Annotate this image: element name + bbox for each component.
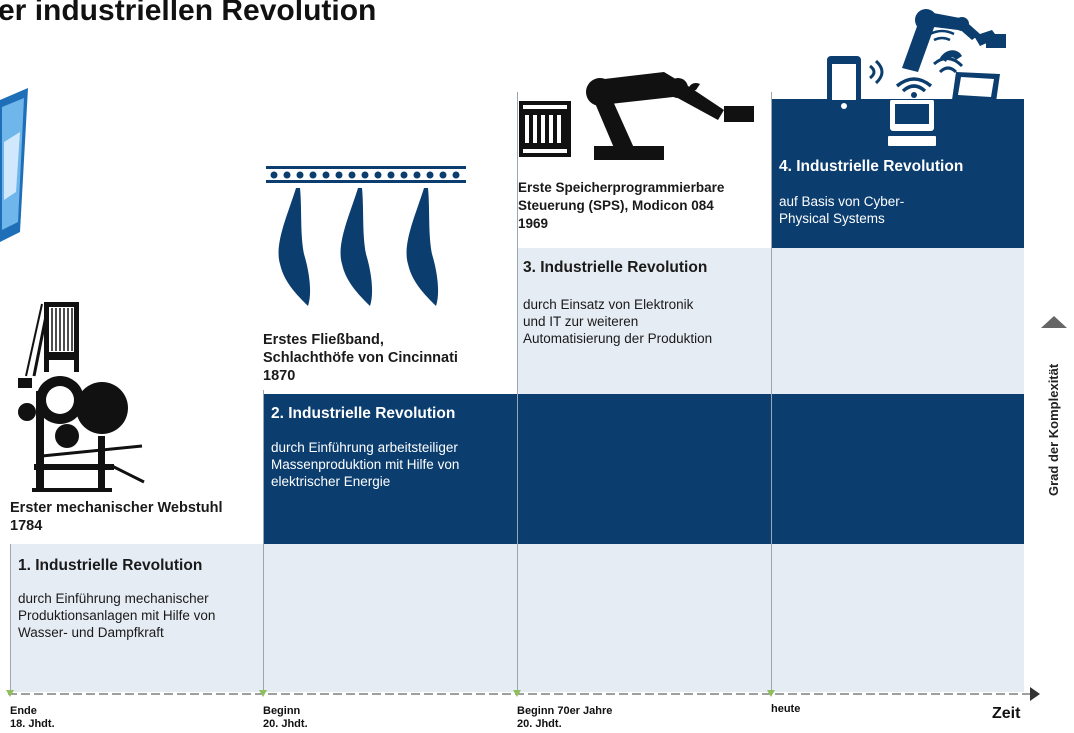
timeline-line-3 bbox=[517, 92, 518, 692]
tick-label-2: Beginn 20. Jhdt. bbox=[263, 705, 308, 731]
caption-line: 1870 bbox=[263, 368, 296, 384]
timeline-line-2 bbox=[263, 390, 264, 692]
wifi-icon bbox=[895, 77, 933, 98]
computer-icon bbox=[888, 100, 936, 146]
time-axis-line bbox=[8, 687, 1040, 701]
stage-2-line: Massenproduktion mit Hilfe von bbox=[271, 457, 460, 472]
stage-1-line: Wasser- und Dampfkraft bbox=[18, 625, 164, 640]
stage-1-block: 1. Industrielle Revolution durch Einführ… bbox=[18, 556, 258, 641]
stage-4-line: Physical Systems bbox=[779, 211, 885, 226]
caption-plc: Erste Speicherprogrammierbare Steuerung … bbox=[518, 179, 768, 233]
stage-3-title: 3. Industrielle Revolution bbox=[523, 259, 708, 276]
stage-3-band bbox=[517, 248, 1024, 394]
conveyor-hooks-icon bbox=[266, 166, 466, 306]
smartphone-icon bbox=[827, 56, 861, 112]
stage-2-block: 2. Industrielle Revolution durch Einführ… bbox=[271, 404, 516, 490]
caption-line: Erste Speicherprogrammierbare bbox=[518, 180, 725, 195]
stage-4-block: 4. Industrielle Revolution auf Basis von… bbox=[779, 157, 1019, 227]
tick-marker bbox=[259, 690, 267, 697]
stage-3-block: 3. Industrielle Revolution durch Einsatz… bbox=[523, 258, 768, 347]
loom-icon bbox=[18, 302, 145, 492]
tick-label-1: Ende 18. Jhdt. bbox=[10, 705, 55, 731]
stage-1-line: durch Einführung mechanischer bbox=[18, 591, 209, 606]
stage-1-line: Produktionsanlagen mit Hilfe von bbox=[18, 608, 216, 623]
stage-3-line: durch Einsatz von Elektronik bbox=[523, 297, 694, 312]
caption-line: 1969 bbox=[518, 216, 549, 231]
tick-label-4: heute bbox=[771, 703, 800, 716]
stage-3-line: und IT zur weiteren bbox=[523, 314, 639, 329]
robot-arm-icon bbox=[586, 72, 754, 160]
caption-conveyor: Erstes Fließband, Schlachthöfe von Cinci… bbox=[263, 331, 513, 385]
tick-marker bbox=[6, 690, 14, 697]
caption-line: 1784 bbox=[10, 518, 43, 534]
cropped-photo-icon bbox=[0, 88, 28, 242]
stage-2-title: 2. Industrielle Revolution bbox=[271, 405, 456, 422]
caption-line: Erstes Fließband, bbox=[263, 332, 384, 348]
robot-arm-modern-icon bbox=[902, 9, 1006, 74]
caption-line: Steuerung (SPS), Modicon 084 bbox=[518, 198, 714, 213]
stage-3-line: Automatisierung der Produktion bbox=[523, 331, 713, 346]
tick-marker bbox=[513, 690, 521, 697]
stage-4-title: 4. Industrielle Revolution bbox=[779, 158, 964, 175]
tick-label-3: Beginn 70er Jahre 20. Jhdt. bbox=[517, 705, 612, 731]
caption-line: Schlachthöfe von Cincinnati bbox=[263, 350, 458, 366]
tick-label-line: Beginn 70er Jahre bbox=[517, 705, 613, 717]
tick-marker bbox=[767, 690, 775, 697]
stage-1-title: 1. Industrielle Revolution bbox=[18, 557, 203, 574]
timeline-line-1 bbox=[10, 544, 11, 692]
x-axis-label: Zeit bbox=[992, 705, 1021, 722]
timeline-line-4 bbox=[771, 92, 772, 692]
caption-line: Erster mechanischer Webstuhl bbox=[10, 500, 223, 516]
tablet-icon bbox=[952, 72, 1000, 102]
tick-label-line: 20. Jhdt. bbox=[517, 718, 562, 730]
tick-label-line: heute bbox=[771, 703, 801, 715]
y-axis-label: Grad der Komplexität bbox=[1046, 363, 1061, 496]
stage-4-line: auf Basis von Cyber- bbox=[779, 194, 905, 209]
stage-2-line: elektrischer Energie bbox=[271, 474, 391, 489]
caption-loom: Erster mechanischer Webstuhl 1784 bbox=[10, 499, 260, 535]
tick-label-line: Beginn bbox=[263, 705, 301, 717]
page-title: er industriellen Revolution bbox=[0, 0, 377, 27]
y-axis-arrow-icon bbox=[1041, 316, 1067, 328]
wifi-signal-icon bbox=[869, 59, 884, 85]
tick-label-line: 18. Jhdt. bbox=[10, 718, 55, 730]
plc-rack-icon bbox=[519, 101, 571, 157]
tick-label-line: 20. Jhdt. bbox=[263, 718, 308, 730]
stage-2-band bbox=[263, 394, 1024, 544]
tick-label-line: Ende bbox=[10, 705, 37, 717]
stage-2-line: durch Einführung arbeitsteiliger bbox=[271, 440, 458, 455]
